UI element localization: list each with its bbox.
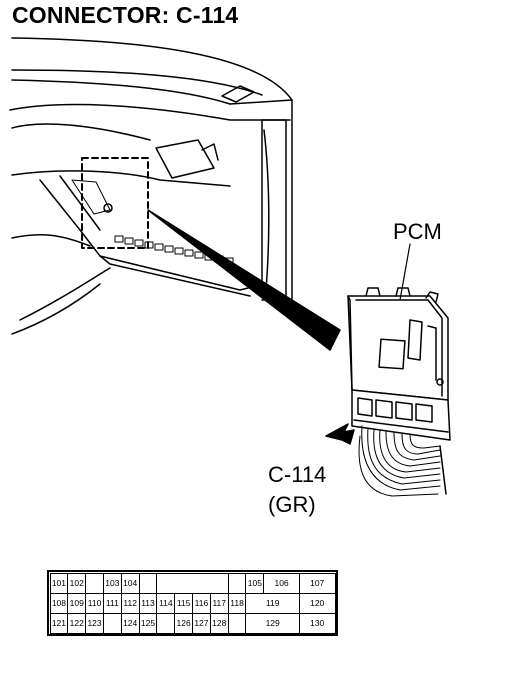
- pin-cell: 115: [174, 592, 193, 614]
- pin-cell: 107: [298, 572, 336, 594]
- connector-label: C-114: [268, 462, 327, 487]
- pin-cell: 123: [85, 612, 104, 634]
- wiring-harness: [358, 425, 447, 497]
- page-title: CONNECTOR: C-114: [12, 2, 239, 28]
- pin-cell: [102, 612, 122, 634]
- pin-cell: 109: [67, 592, 87, 614]
- glovebox: [155, 139, 215, 179]
- pin-cell-blank: [156, 572, 229, 594]
- pin-cell: 103: [102, 572, 122, 594]
- pcm-module: [347, 287, 451, 441]
- pin-cell: [227, 572, 247, 594]
- pin-cell: 110: [85, 592, 104, 614]
- callout-pointer: [147, 209, 341, 351]
- windshield-line: [11, 37, 293, 101]
- pin-cell: 114: [156, 592, 176, 614]
- knee-panel: [79, 229, 257, 291]
- pin-cell: 127: [192, 612, 211, 634]
- pin-cell: 117: [209, 592, 229, 614]
- pin-cell: 113: [138, 592, 158, 614]
- pin-cell: 130: [298, 612, 336, 634]
- pin-cell: 101: [49, 572, 69, 594]
- pin-cell: 120: [298, 592, 336, 614]
- pin-cell: [85, 572, 104, 594]
- pcm-location-box: [81, 157, 149, 249]
- dashboard-outline: [9, 103, 291, 121]
- pin-cell: 121: [49, 612, 69, 634]
- pin-cell: 112: [120, 592, 140, 614]
- pin-cell: 104: [120, 572, 140, 594]
- pin-cell: 111: [102, 592, 122, 614]
- vehicle-dash-illustration: [9, 37, 451, 497]
- connector-arrow: [325, 423, 355, 445]
- pin-cell: 116: [192, 592, 211, 614]
- pin-cell: 122: [67, 612, 87, 634]
- defroster-vent: [221, 85, 255, 103]
- pin-cell: 124: [120, 612, 140, 634]
- pin-cell: 126: [174, 612, 193, 634]
- pedal-arm: [19, 267, 111, 321]
- connector-color-label: (GR): [268, 492, 316, 517]
- pin-cell: 118: [227, 592, 247, 614]
- pin-cell: 129: [245, 612, 300, 634]
- pin-cell: 106: [263, 572, 300, 594]
- pin-cell: 119: [245, 592, 300, 614]
- pin-cell: 128: [209, 612, 229, 634]
- pin-cell: [156, 612, 176, 634]
- pin-cell: 125: [138, 612, 158, 634]
- pin-cell: 102: [67, 572, 87, 594]
- connector-pin-diagram: 101 102 103 104 105 106 107 108 109 110 …: [47, 570, 338, 636]
- pcm-label: PCM: [393, 219, 442, 244]
- pin-cell: 105: [245, 572, 265, 594]
- pin-cell: [227, 612, 247, 634]
- pin-cell: 108: [49, 592, 69, 614]
- pin-cell: [138, 572, 158, 594]
- pcm-leader-line: [399, 243, 411, 301]
